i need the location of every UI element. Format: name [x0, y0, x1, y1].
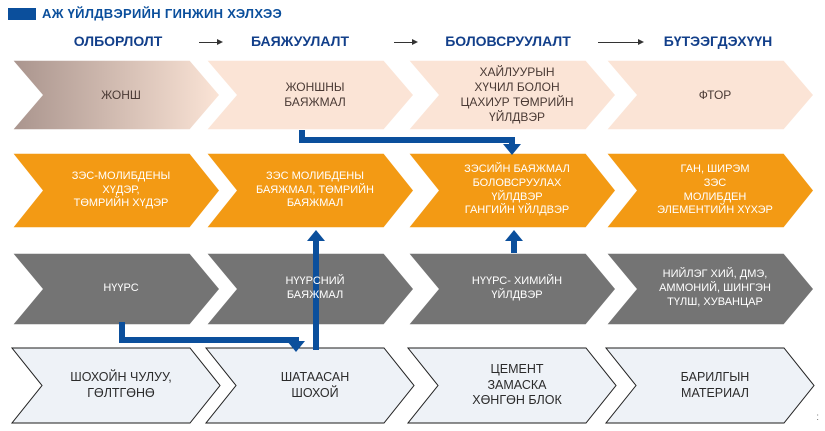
cell-label-r3-c4: НИЙЛЭГ ХИЙ, ДМЭ, АММОНИЙ, ШИНГЭН ТҮЛШ, Х… — [659, 268, 771, 308]
cell-label-r2-c1: ЗЭС-МОЛИБДЕНЫ ХҮДЭР, ТӨМРИЙН ХҮДЭР — [71, 169, 171, 210]
cell-label-r1-c3: ХАЙЛУУРЫН ХҮЧИЛ БОЛОН ЦАХИУР ТӨМРИЙН ҮЙЛ… — [460, 65, 574, 124]
title-accent-bar — [8, 7, 36, 20]
chevron-r3-c2 — [204, 252, 415, 326]
chevron-r4-c4 — [604, 347, 815, 424]
header: АЖ ҮЙЛДВЭРИЙН ГИНЖИН ХЭЛХЭЭ — [8, 6, 282, 21]
cell-label-r3-c2: НҮҮРСНИЙ БАЯЖМАЛ — [285, 275, 345, 301]
cell-label-r4-c2: ШАТААСАН ШОХОЙ — [280, 369, 350, 400]
connector-flux-to-refining — [299, 130, 515, 146]
cell-label-r3-c1: НҮҮРС — [103, 282, 139, 295]
stage-label-1: ОЛБОРЛОЛТ — [73, 33, 163, 49]
stage-arrow-3 — [598, 39, 644, 45]
chevron-r1-c4 — [604, 59, 815, 131]
footer-mark: : — [816, 412, 819, 423]
cell-label-r1-c1: ЖОНШ — [101, 87, 141, 102]
chevron-r2-c3 — [406, 152, 617, 229]
cell-label-r2-c3: ЗЭСИЙН БАЯЖМАЛ БОЛОВСРУУЛАХ ҮЙЛДВЭР ГАНГ… — [464, 163, 570, 217]
stage-arrow-1 — [199, 39, 223, 45]
arrowhead-flux-down — [503, 144, 521, 155]
chevron-r2-c2 — [204, 152, 415, 229]
page-title: АЖ ҮЙЛДВЭРИЙН ГИНЖИН ХЭЛХЭЭ — [42, 6, 283, 21]
cell-label-r2-c4: ГАН, ШИРЭМ ЗЭС МОЛИБДЕН ЭЛЕМЕНТИЙН ХҮХЭР — [657, 163, 773, 217]
arrowhead-up-col2 — [307, 230, 325, 241]
chevron-r2-c1 — [10, 152, 221, 229]
cell-label-r3-c3: НҮҮРС- ХИМИЙН ҮЙЛДВЭР — [471, 275, 563, 301]
chevron-r3-c1 — [10, 252, 221, 326]
arrowhead-coal-down — [287, 341, 305, 352]
cell-label-r4-c4: БАРИЛГЫН МАТЕРИАЛ — [680, 369, 750, 400]
chevron-r1-c3 — [406, 59, 617, 131]
arrowhead-up-col3 — [505, 230, 523, 241]
chevron-r4-c3 — [406, 347, 617, 424]
stage-label-2: БАЯЖУУЛАЛТ — [250, 33, 350, 49]
stage-arrow-2 — [394, 39, 418, 45]
chevron-r4-c1 — [10, 347, 221, 424]
cell-label-r1-c4: ФТОР — [698, 87, 732, 102]
cell-label-r1-c2: ЖОНШНЫ БАЯЖМАЛ — [284, 80, 346, 109]
chevron-r3-c4 — [604, 252, 815, 326]
cell-label-r2-c2: ЗЭС МОЛИБДЕНЫ БАЯЖМАЛ, ТӨМРИЙН БАЯЖМАЛ — [255, 169, 375, 210]
stage-label-4: БҮТЭЭГДЭХҮҮН — [663, 33, 773, 49]
chevron-r2-c4 — [604, 152, 815, 229]
chevron-r4-c2 — [204, 347, 415, 424]
cell-label-r4-c3: ЦЕМЕНТ ЗАМАСКА ХӨНГӨН БЛОК — [472, 362, 562, 408]
chevron-r3-c3 — [406, 252, 617, 326]
chevron-r1-c2 — [204, 59, 415, 131]
chevron-r1-c1 — [10, 59, 221, 131]
stage-label-3: БОЛОВСРУУЛАЛТ — [445, 33, 571, 49]
cell-label-r4-c1: ШОХОЙН ЧУЛУУ, ГӨЛТГӨНӨ — [70, 369, 172, 400]
